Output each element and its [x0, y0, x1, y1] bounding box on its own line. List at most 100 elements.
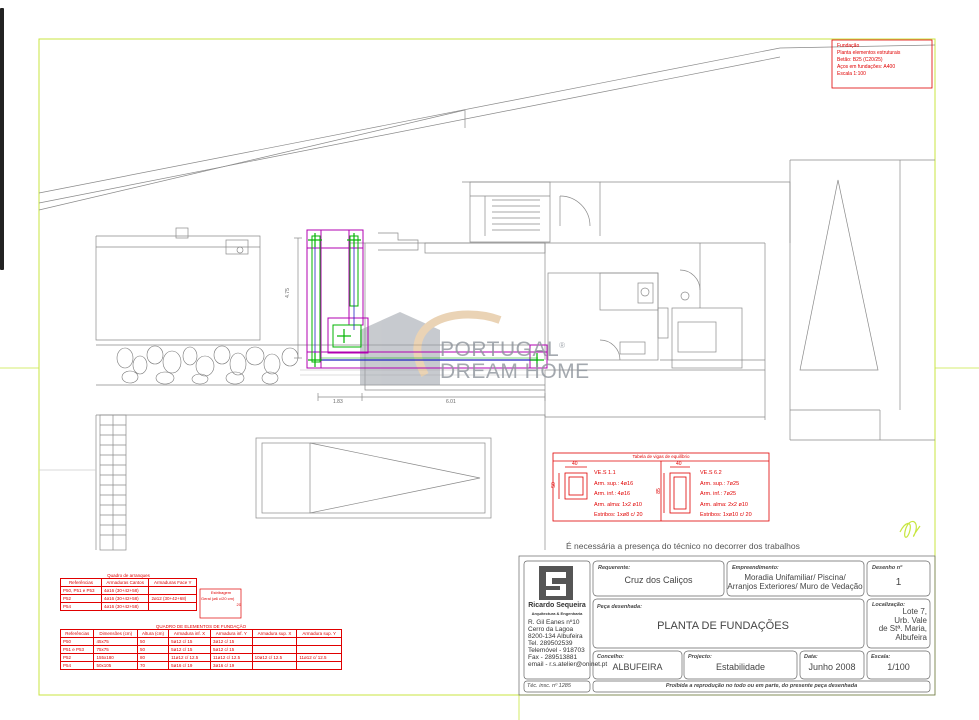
desenho-value: 1	[895, 577, 902, 588]
stirrup-val: 20	[236, 602, 241, 607]
sheet-frame	[38, 38, 936, 696]
local-line: Albufeira	[895, 632, 927, 642]
table-cell: 50x105	[93, 661, 138, 670]
table-cell: P52	[59, 653, 95, 662]
signature	[899, 520, 921, 538]
table-cell	[251, 637, 298, 646]
concelho-value: ALBUFEIRA	[612, 662, 663, 672]
beam1-name: VE.S 1.1	[594, 470, 616, 476]
titleblock-frame	[518, 555, 936, 696]
beam1-spec: Arm. alma: 1x2 ø10	[594, 501, 642, 508]
address-line: Tel. 289502539	[528, 640, 573, 647]
beam2-name: VE.S 6.2	[700, 470, 722, 476]
table-cell: 11ø12 c/ 12.5	[209, 653, 253, 662]
watermark-line1: PORTUGAL	[440, 338, 560, 361]
beam1-spec: Estribos: 1xø8 c/ 20	[594, 512, 643, 518]
table-cell: 75x75	[93, 645, 138, 654]
local-label: Localização:	[872, 602, 906, 608]
table-row: P54 4ø16 (30+42+58)	[60, 602, 197, 611]
table-cell	[251, 661, 298, 670]
pillar-table-title: Quadro de arranques	[107, 573, 150, 578]
peca-value: PLANTA DE FUNDAÇÕES	[657, 620, 789, 632]
watermark: PORTUGAL® DREAM HOME	[440, 335, 590, 383]
table-cell: 4ø16 (30+42+58)	[100, 586, 150, 595]
table-cell: 11ø12 c/ 12.5	[168, 653, 211, 662]
company-sub: Arquitectura & Engenharia	[531, 611, 583, 616]
pillar-header: Armaduras Cantos	[100, 578, 150, 587]
table-row: P51 e P53 75x75 50 5ø12 c/ 15 5ø12 c/ 15	[59, 645, 342, 654]
foundation-elements	[306, 229, 548, 369]
table-cell: 4ø16 (30+42+58)	[100, 594, 150, 603]
foundation-header: Referências	[59, 629, 95, 638]
beam2-spec: Arm. inf.: 7ø25	[700, 491, 737, 497]
foundation-header: Dimensões (cm)	[93, 629, 138, 638]
projecto-label: Projecto:	[688, 654, 712, 660]
table-row: P54 50x105 70 5ø16 c/ 19 3ø16 c/ 19	[59, 661, 342, 670]
technician-note: É necessária a presença do técnico no de…	[566, 541, 800, 551]
empreendimento-line: Moradia Unifamiliar/ Piscina/	[744, 573, 846, 582]
company-logo-icon	[539, 566, 573, 600]
empreendimento-line: Arranjos Exteriores/ Muro de Vedação	[727, 582, 863, 591]
table-cell	[148, 602, 197, 611]
notes-line: Planta elementos estruturais	[837, 50, 901, 56]
notes-frame	[831, 39, 933, 89]
table-cell: P54	[59, 661, 95, 670]
address-line: email - r.s.atelier@oninet.pt	[528, 661, 608, 668]
watermark-reg: ®	[559, 341, 566, 350]
notes-line: Betão: B25 (C20/25)	[837, 57, 883, 63]
empreendimento-value: Moradia Unifamiliar/ Piscina/ Arranjos E…	[720, 573, 870, 591]
table-cell: 10ø12 c/ 12.5	[251, 653, 298, 662]
beam2-specs: VE.S 6.2 Arm. sup.: 7ø25 Arm. inf.: 7ø25…	[700, 468, 752, 521]
pillar-header: Armaduras Face Y	[148, 578, 197, 587]
table-cell: 50	[136, 637, 170, 646]
local-value: Lote 7, Urb. Vale de Stª. Maria, Albufei…	[867, 607, 930, 642]
table-cell: P52	[60, 594, 102, 603]
table-row: P50 45x75 50 5ø12 c/ 15 3ø12 c/ 15	[59, 637, 342, 646]
watermark-line2: DREAM HOME	[440, 360, 590, 383]
table-cell: 50	[136, 645, 170, 654]
beam2-width: 40	[676, 461, 682, 467]
beam2-spec: Arm. alma: 2x2 ø10	[700, 501, 748, 508]
beam2-spec: Estribos: 1xø10 c/ 20	[700, 512, 752, 518]
beam1-width: 40	[572, 461, 578, 467]
data-label: Data:	[804, 654, 818, 660]
beam1-specs: VE.S 1.1 Arm. sup.: 4ø16 Arm. inf.: 4ø16…	[594, 468, 643, 521]
foundation-header: Armadura inf. X	[168, 629, 211, 638]
requerente-label: Requerente:	[598, 565, 631, 571]
table-row: P52 4ø16 (30+42+58) 2ø12 (30+42+68)	[60, 594, 197, 603]
table-cell	[148, 586, 197, 595]
table-row: P52 155x180 80 11ø12 c/ 12.5 11ø12 c/ 12…	[59, 653, 342, 662]
table-cell: 2ø12 (30+42+68)	[148, 594, 197, 603]
address-line: 8200-134 Albufeira	[528, 633, 583, 640]
concelho-label: Concelho:	[597, 654, 624, 660]
table-cell: 11ø12 c/ 12.5	[296, 653, 342, 662]
foundation-table-title: QUADRO DE ELEMENTOS DE FUNDAÇÃO	[155, 624, 247, 629]
table-cell: 3ø16 c/ 19	[209, 661, 253, 670]
address-line: Telemóvel - 918703	[528, 647, 585, 654]
notes-box: Fundação Planta elementos estruturais Be…	[837, 43, 932, 78]
peca-label: Peça desenhada:	[597, 604, 642, 610]
pillar-table-grid: Referências Armaduras Cantos Armaduras F…	[60, 578, 197, 611]
foundation-header: Altura (cm)	[136, 629, 170, 638]
requerente-value: Cruz dos Caliços	[624, 575, 693, 585]
dim-bottom-right: 6.01	[446, 399, 456, 405]
escala-value: 1/100	[887, 662, 910, 672]
table-cell: 70	[136, 661, 170, 670]
desenho-label: Desenho nº	[872, 565, 903, 571]
beam-table-title: Tabela de vigas de equilíbrio	[632, 454, 690, 459]
table-cell: P50	[59, 637, 95, 646]
table-cell: 5ø12 c/ 15	[168, 637, 211, 646]
insc-number: Téc. insc. nº 1285	[527, 683, 571, 689]
pillar-header: Referências	[60, 578, 102, 587]
foundation-table: QUADRO DE ELEMENTOS DE FUNDAÇÃO Referênc…	[59, 624, 342, 670]
notes-line: Fundação	[837, 43, 860, 49]
local-line: Urb. Vale	[894, 615, 927, 625]
foundation-header: Armadura sup. Y	[296, 629, 342, 638]
foundation-header: Armadura sup. X	[251, 629, 298, 638]
beam2-height: 85	[655, 488, 662, 494]
projecto-value: Estabilidade	[715, 662, 766, 672]
pillar-table: Quadro de arranques Referências Armadura…	[60, 573, 197, 611]
notes-line: Aços em fundações: A400	[837, 64, 896, 70]
foundation-table-grid: Referências Dimensões (cm) Altura (cm) A…	[59, 629, 342, 670]
